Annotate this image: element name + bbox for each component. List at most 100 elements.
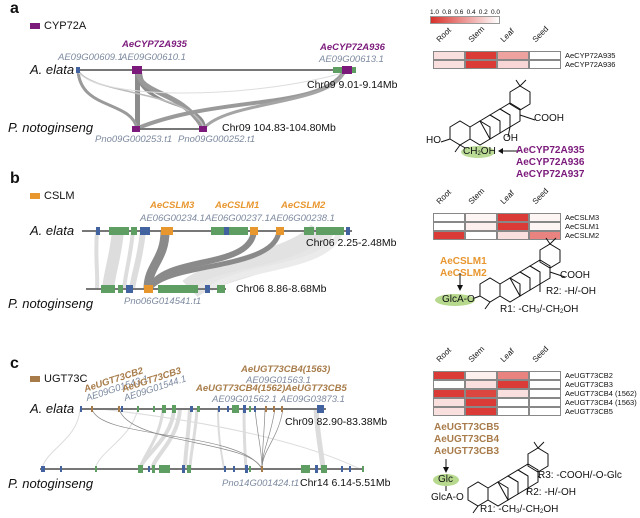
enzyme-label: AeUGT73CB5 xyxy=(434,422,500,433)
scale-tick: 0.8 xyxy=(442,9,452,16)
heatmap-cell xyxy=(529,60,561,69)
panel-c-legend: UGT73C xyxy=(30,373,87,385)
heatmap-cell xyxy=(529,213,561,222)
panel-b-enzymes: AeCSLM1 AeCSLM2 xyxy=(440,256,487,280)
heatmap-row-label: AeUGT73CB2 xyxy=(565,371,613,380)
heatmap-cell xyxy=(433,398,465,407)
gene-name-aecslm2: AeCSLM2 xyxy=(281,200,326,211)
gene-id-ae09g00613: AE09G00613.1 xyxy=(319,54,384,65)
heatmap-cell xyxy=(529,231,561,240)
panel-c-letter: c xyxy=(10,355,19,372)
panel-a-synteny xyxy=(76,66,356,132)
ribbon-a-6 xyxy=(77,71,347,94)
panel-a-legend: CYP72A xyxy=(30,20,86,32)
heatmap-column-label: Seed xyxy=(530,186,551,206)
panel-b-chr-bottom: Chr06 8.86-8.68Mb xyxy=(236,283,327,295)
heatmap-cell xyxy=(529,398,561,407)
scale-gradient-bar xyxy=(430,16,500,24)
gene-pno09g000252 xyxy=(199,126,207,132)
heatmap-row-label: AeCSLM1 xyxy=(565,222,600,231)
gene-id-ae09g03873: AE09G03873.1 xyxy=(280,394,345,405)
gene-aeugt73cb5 xyxy=(281,406,283,412)
gene-id-pno09g000252: Pno09G000252.t1 xyxy=(178,134,256,145)
heatmap-cell xyxy=(465,231,497,240)
ugt73c-swatch xyxy=(30,376,40,382)
heatmap-column-label: Stem xyxy=(466,186,487,206)
enzyme-label: AeCYP72A937 xyxy=(516,169,585,180)
chem-b-r1: R1: -CH3/-CH2OH xyxy=(500,304,579,315)
gene-id-ae06g00234: AE06G00234.1 xyxy=(140,213,205,224)
heatmap-cell xyxy=(465,407,497,416)
ugt-ribbons-dark xyxy=(91,408,284,470)
heatmap-cell xyxy=(529,389,561,398)
ribbon-a-4 xyxy=(76,69,139,129)
gene-ae09g00609 xyxy=(76,67,80,73)
gene-pno06g014541 xyxy=(144,285,153,293)
heatmap-cell xyxy=(497,398,529,407)
ribbon-a-1 xyxy=(135,70,140,128)
heatmap-cell xyxy=(465,380,497,389)
heatmap-column-label: Seed xyxy=(530,24,551,44)
heatmap-row-label: AeUGT73CB4 (1563) xyxy=(565,398,637,407)
heatmap-row-label: AeUGT73CB4 (1562) xyxy=(565,389,637,398)
panel-a-species-top: A. elata xyxy=(30,62,75,77)
panel-a-letter: a xyxy=(10,0,19,17)
gene-aeugt73cb2 xyxy=(91,406,93,412)
heatmap-cell xyxy=(433,231,465,240)
heatmap-column-label: Seed xyxy=(530,344,551,364)
panel-c-legend-label: UGT73C xyxy=(44,373,88,385)
heatmap-column-label: Root xyxy=(434,345,453,364)
heatmap-cell xyxy=(465,60,497,69)
gene-name-aeugt73cb5: AeUGT73CB5 xyxy=(285,383,347,394)
heatmap-column-label: Stem xyxy=(466,24,487,44)
heatmap-row-label: AeUGT73CB5 xyxy=(565,407,613,416)
heatmap-cell xyxy=(465,222,497,231)
gene-aecslm1 xyxy=(250,227,258,235)
heatmap-column-label: Root xyxy=(434,187,453,206)
cslm-swatch xyxy=(30,193,40,199)
chem-c-r2: R2: -H/-OH xyxy=(526,487,576,498)
gene-aeugt73cb3 xyxy=(118,406,120,412)
heatmap-column-label: Stem xyxy=(466,344,487,364)
heatmap-cell xyxy=(433,51,465,60)
heatmap-cell xyxy=(465,389,497,398)
heatmap-cell xyxy=(433,407,465,416)
chem-b-r2: R2: -H/-OH xyxy=(546,286,596,297)
chem-a-oh: OH xyxy=(503,133,518,144)
gene-name-aecslm3: AeCSLM3 xyxy=(150,200,195,211)
gene-id-ae09g00610: AE09G00610.1 xyxy=(121,52,186,63)
heatmap-cell xyxy=(497,213,529,222)
heatmap-cell xyxy=(497,407,529,416)
gene-name-aecyp72a935: AeCYP72A935 xyxy=(122,39,187,50)
gene-name-aecyp72a936: AeCYP72A936 xyxy=(320,42,385,53)
gene-id-ae09g00609: AE09G00609.1 xyxy=(58,52,123,63)
chem-a-ch2oh: CH2OH xyxy=(463,146,496,157)
ribbon-a-8 xyxy=(202,71,346,130)
panel-a-legend-label: CYP72A xyxy=(44,20,87,32)
heatmap-column-label: Leaf xyxy=(498,26,517,44)
scale-tick: 0.4 xyxy=(466,9,476,16)
heatmap-cell xyxy=(433,213,465,222)
ribbon-cslm1 xyxy=(147,230,257,290)
heatmap-cell xyxy=(433,389,465,398)
panel-b-chr-top: Chr06 2.25-2.48Mb xyxy=(306,237,397,249)
heatmap-cell xyxy=(529,51,561,60)
heatmap-cell xyxy=(497,60,529,69)
chem-a-ho: HO xyxy=(426,135,441,146)
ribbon-cslm2 xyxy=(148,230,282,290)
panel-b-synteny xyxy=(82,223,352,298)
heatmap-scale: 1.0 0.8 0.6 0.4 0.2 0.0 xyxy=(430,9,500,24)
gene-aeugt73cb4-1562 xyxy=(265,406,267,412)
heatmap-cell xyxy=(465,213,497,222)
enzyme-label: AeCSLM2 xyxy=(440,268,487,279)
chem-a-cooh: COOH xyxy=(534,113,564,124)
gene-pno09g000253 xyxy=(132,126,140,132)
scale-tick: 0.0 xyxy=(490,9,500,16)
panel-b-species-bottom: P. notoginseng xyxy=(8,296,94,311)
heatmap-cell xyxy=(497,222,529,231)
panel-a-chr-bottom: Chr09 104.83-104.80Mb xyxy=(222,122,336,134)
heatmap-row-label: AeCSLM3 xyxy=(565,213,600,222)
heatmap-cell xyxy=(497,51,529,60)
enzyme-label: AeCYP72A936 xyxy=(516,157,585,168)
scale-tick: 0.2 xyxy=(478,9,488,16)
